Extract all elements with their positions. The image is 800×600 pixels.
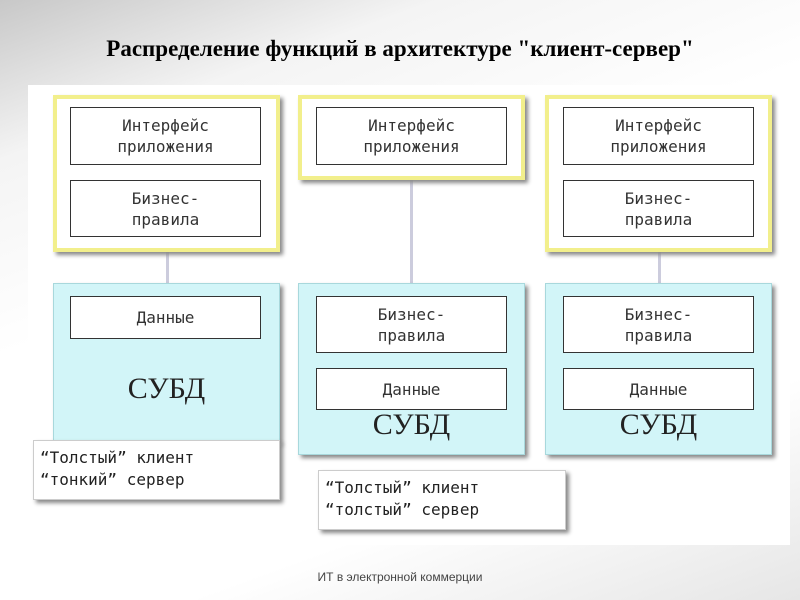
caption-line: “Толстый” клиент bbox=[325, 478, 480, 497]
dbms-label: СУБД bbox=[372, 408, 451, 441]
business-rules-box: Бизнес- правила bbox=[563, 180, 754, 237]
business-rules-box: Бизнес- правила bbox=[70, 180, 261, 237]
connector-line bbox=[410, 180, 413, 284]
dbms-label: СУБД bbox=[127, 372, 206, 405]
interface-box: Интерфейс приложения bbox=[70, 107, 261, 165]
caption-line: “тонкий” сервер bbox=[40, 470, 185, 489]
business-rules-box: Бизнес- правила bbox=[563, 296, 754, 353]
interface-box: Интерфейс приложения bbox=[316, 107, 507, 165]
connector-line bbox=[166, 252, 169, 284]
caption-2: “Толстый” клиент “толстый” сервер bbox=[318, 470, 566, 530]
dbms-label: СУБД bbox=[619, 408, 698, 441]
data-box: Данные bbox=[316, 368, 507, 410]
slide-title: Распределение функций в архитектуре "кли… bbox=[106, 36, 694, 61]
caption-1: “Толстый” клиент “тонкий” сервер bbox=[33, 440, 280, 500]
slide-footer: ИТ в электронной коммерции bbox=[317, 570, 483, 584]
interface-box: Интерфейс приложения bbox=[563, 107, 754, 165]
caption-line: “толстый” сервер bbox=[325, 500, 480, 519]
business-rules-box: Бизнес- правила bbox=[316, 296, 507, 353]
connector-line bbox=[658, 252, 661, 284]
caption-line: “Толстый” клиент bbox=[40, 448, 195, 467]
data-box: Данные bbox=[70, 296, 261, 339]
data-box: Данные bbox=[563, 368, 754, 410]
